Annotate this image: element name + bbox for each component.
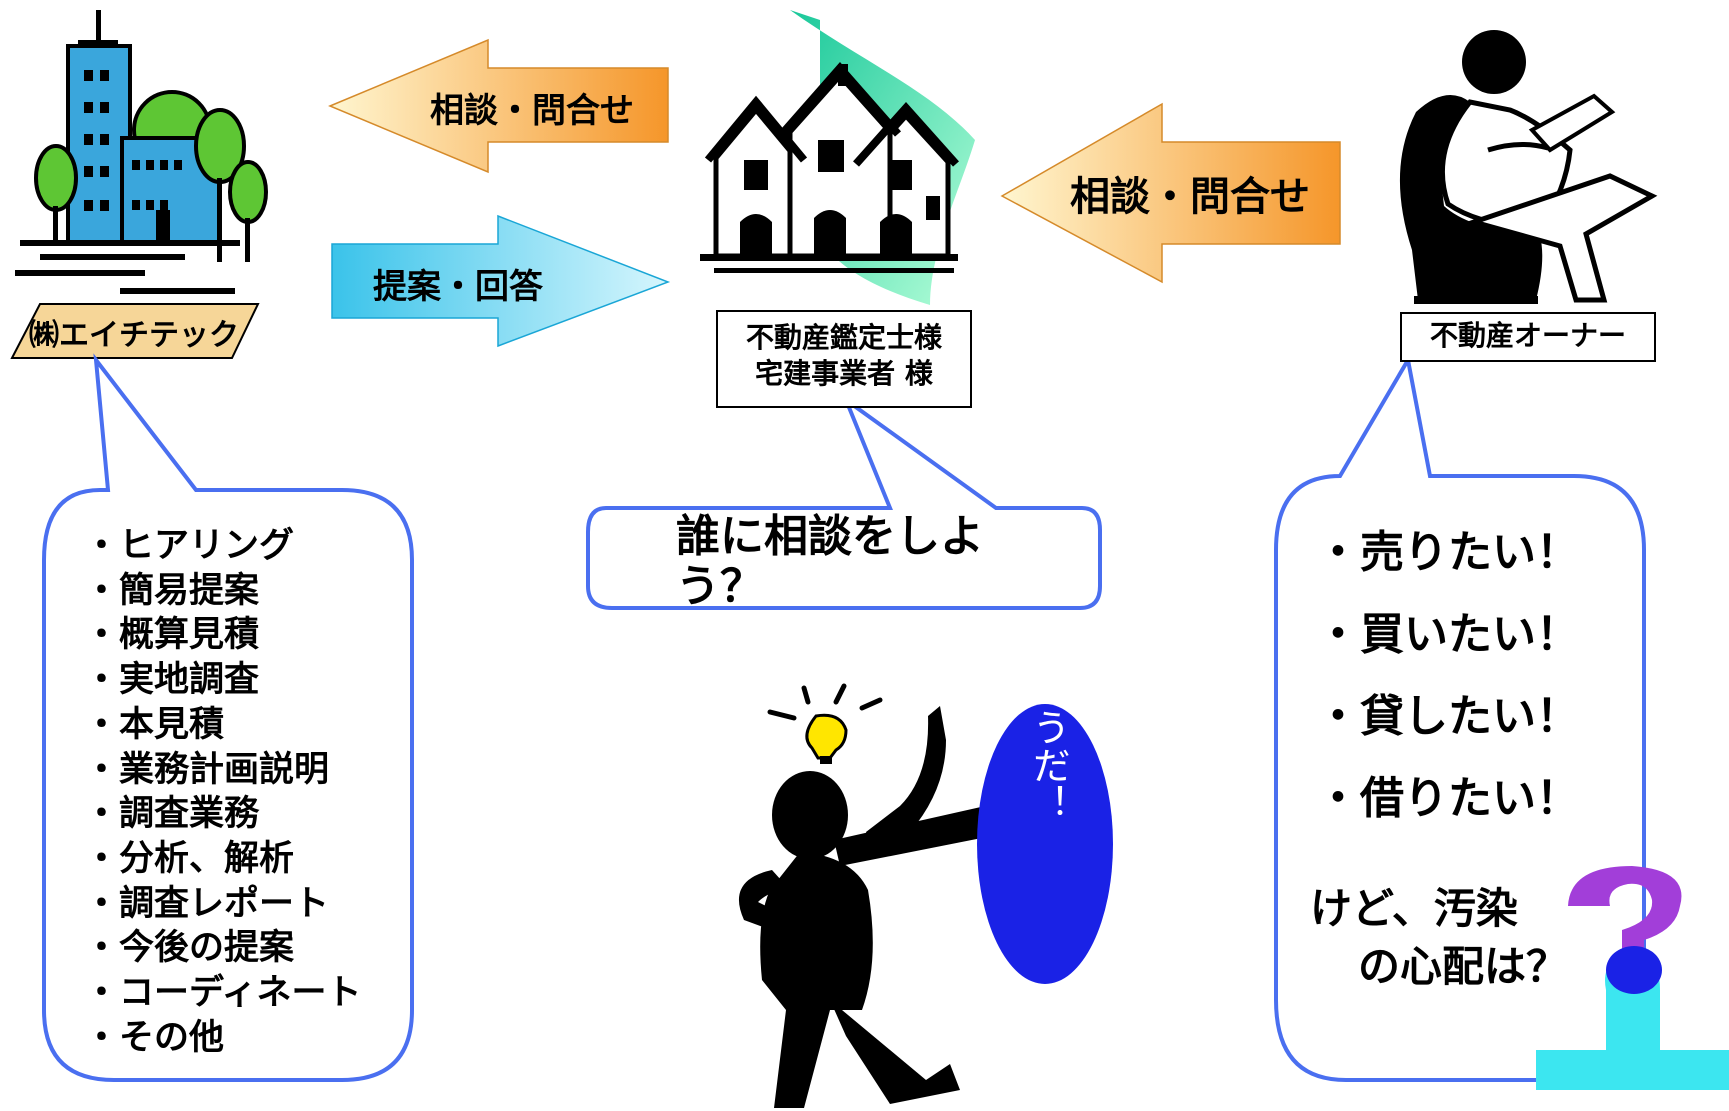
list-item: ・借りたい！ — [1316, 773, 1580, 824]
houses-icon — [700, 10, 975, 305]
company-name: ㈱エイチテック — [29, 318, 239, 353]
appraiser-label-line1: 不動産鑑定士様 — [745, 321, 942, 354]
owner-reading-icon — [1399, 30, 1658, 304]
list-item: ・実地調査 — [84, 660, 260, 701]
list-item: ・調査業務 — [84, 794, 260, 835]
services-list: ・ヒアリング ・簡易提案 ・概算見積 ・実地調査 ・本見積 ・業務計画説明 ・調… — [84, 524, 362, 1060]
question-text-line1: 誰に相談をしよ — [676, 511, 984, 562]
idea-person-icon — [738, 683, 1012, 1108]
appraiser-label: 不動産鑑定士様 宅建事業者 様 — [716, 310, 972, 408]
owner-concern-text: けど、汚染 の心配は？ — [1310, 880, 1568, 996]
owner-label-text: 不動産オーナー — [1429, 319, 1626, 352]
idea-speech-bubble — [977, 704, 1113, 984]
owner-concern-line1: けど、汚染 — [1310, 884, 1518, 933]
list-item: ・その他 — [84, 1017, 225, 1058]
proposal-arrow-to-appraiser — [331, 214, 671, 348]
appraiser-label-line2: 宅建事業者 様 — [755, 357, 933, 390]
list-item: ・コーディネート — [84, 973, 362, 1014]
idea-text: そうだ！ — [1026, 670, 1070, 822]
list-item: ・業務計画説明 — [84, 749, 330, 790]
list-item: ・貸したい！ — [1316, 691, 1580, 742]
list-item: ・売りたい！ — [1316, 527, 1580, 578]
list-item: ・簡易提案 — [84, 570, 260, 611]
list-item: ・本見積 — [84, 704, 225, 745]
office-building-icon — [10, 10, 268, 359]
question-text-line2: う？ — [676, 561, 764, 612]
list-item: ・概算見積 — [84, 615, 260, 656]
list-item: ・分析、解析 — [84, 838, 295, 879]
services-bubble — [42, 353, 414, 1082]
question-text: 誰に相談をしよ う？ — [676, 512, 984, 612]
consult-arrow-to-appraiser — [1000, 102, 1341, 284]
list-item: ・買いたい！ — [1316, 609, 1580, 660]
owner-concern-line2: の心配は？ — [1358, 942, 1569, 991]
question-mark-icon — [1536, 866, 1729, 1090]
list-item: ・調査レポート — [84, 883, 330, 924]
consult-owner-arrow-label: 相談・問合せ — [1070, 174, 1310, 220]
list-item: ・ヒアリング — [84, 526, 295, 566]
list-item: ・今後の提案 — [84, 928, 295, 969]
consult-arrow-label: 相談・問合せ — [430, 91, 634, 131]
consult-arrow-to-company — [328, 38, 669, 174]
owner-needs-list: ・売りたい！ ・買いたい！ ・貸したい！ ・借りたい！ — [1316, 512, 1580, 840]
proposal-arrow-label: 提案・回答 — [373, 267, 544, 307]
owner-label: 不動産オーナー — [1400, 312, 1656, 362]
question-bubble — [586, 394, 1102, 610]
